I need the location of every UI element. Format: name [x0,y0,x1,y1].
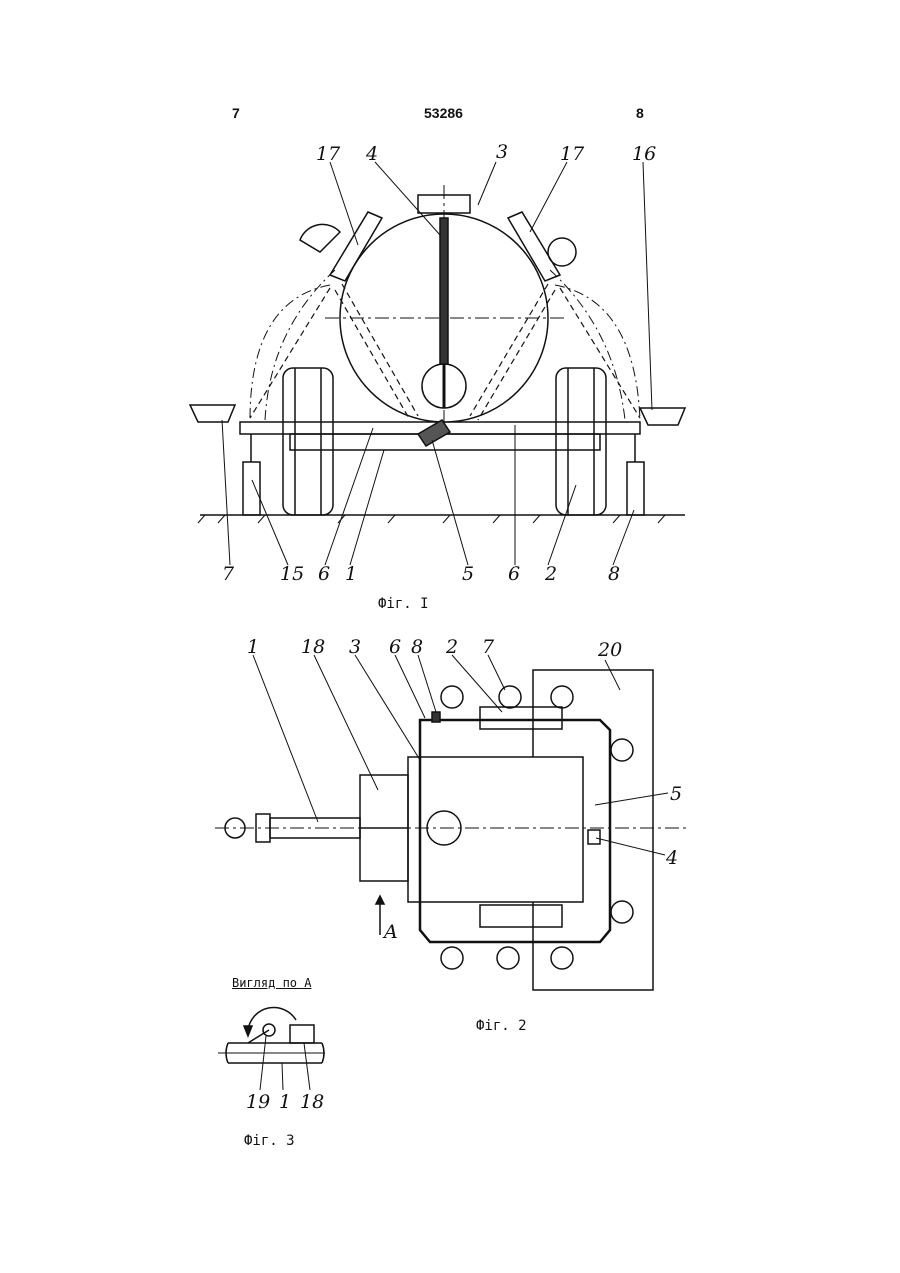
fig2-label-8: 8 [411,636,423,658]
fig1-label-6a: 6 [318,563,330,585]
nozzle-4 [588,830,600,844]
fig2-label-6: 6 [389,636,401,658]
axle [290,434,600,450]
wheel-right [556,368,606,515]
tank-plan [408,757,583,902]
stand-left [243,462,260,515]
fig3-label-1: 1 [279,1091,291,1113]
fig1-label-5: 5 [462,563,474,585]
fig2-label-20: 20 [597,639,622,661]
fig1-label-6b: 6 [508,563,520,585]
fig2-label-2: 2 [445,636,458,658]
wheel-bottom [480,905,562,927]
box-18-side [290,1025,314,1043]
fig2-label-18: 18 [301,636,325,658]
bowl-left [190,405,235,422]
fig2-label-4: 4 [665,847,678,869]
fig2-label-5: 5 [670,783,682,805]
pump-wheel [548,238,576,266]
fig1-label-17a: 17 [316,143,341,165]
fig3-drawing: 19 1 18 [218,1007,325,1113]
fig3-label-19: 19 [246,1091,270,1113]
nozzle-left [300,224,340,252]
fig3-caption: Фіг. 3 [244,1133,295,1149]
stand-right [627,462,644,515]
fig1-label-15: 15 [280,563,304,585]
fig1-caption: Фіг. I [378,596,429,612]
fig2-label-3: 3 [349,636,361,658]
bowl-right [640,408,685,425]
drain-valve [418,420,450,446]
fig1-label-17b: 17 [560,143,585,165]
fig1-label-2: 2 [544,563,557,585]
fig2-caption: Фіг. 2 [476,1018,527,1034]
fig1-label-1: 1 [345,563,357,585]
fig3-label-18: 18 [300,1091,324,1113]
valve-8 [432,712,440,722]
fig1-label-8: 8 [608,563,620,585]
fig2-label-1: 1 [247,636,259,658]
fig1-label-4: 4 [365,143,378,165]
fig1-label-16: 16 [632,143,656,165]
wheel-top [480,707,562,729]
fig2-label-7: 7 [482,636,495,658]
rotation-arc [248,1007,296,1030]
fig1-label-3: 3 [496,141,508,163]
fig1-drawing: 17 4 3 17 16 7 15 6 1 5 6 2 8 [190,141,685,585]
fig2-label-a: A [382,921,398,943]
fig1-label-7: 7 [222,563,235,585]
fig2-drawing: 1 18 3 6 8 2 7 20 5 4 A [215,636,690,990]
fig3-view-title: Вигляд по А [232,976,311,990]
